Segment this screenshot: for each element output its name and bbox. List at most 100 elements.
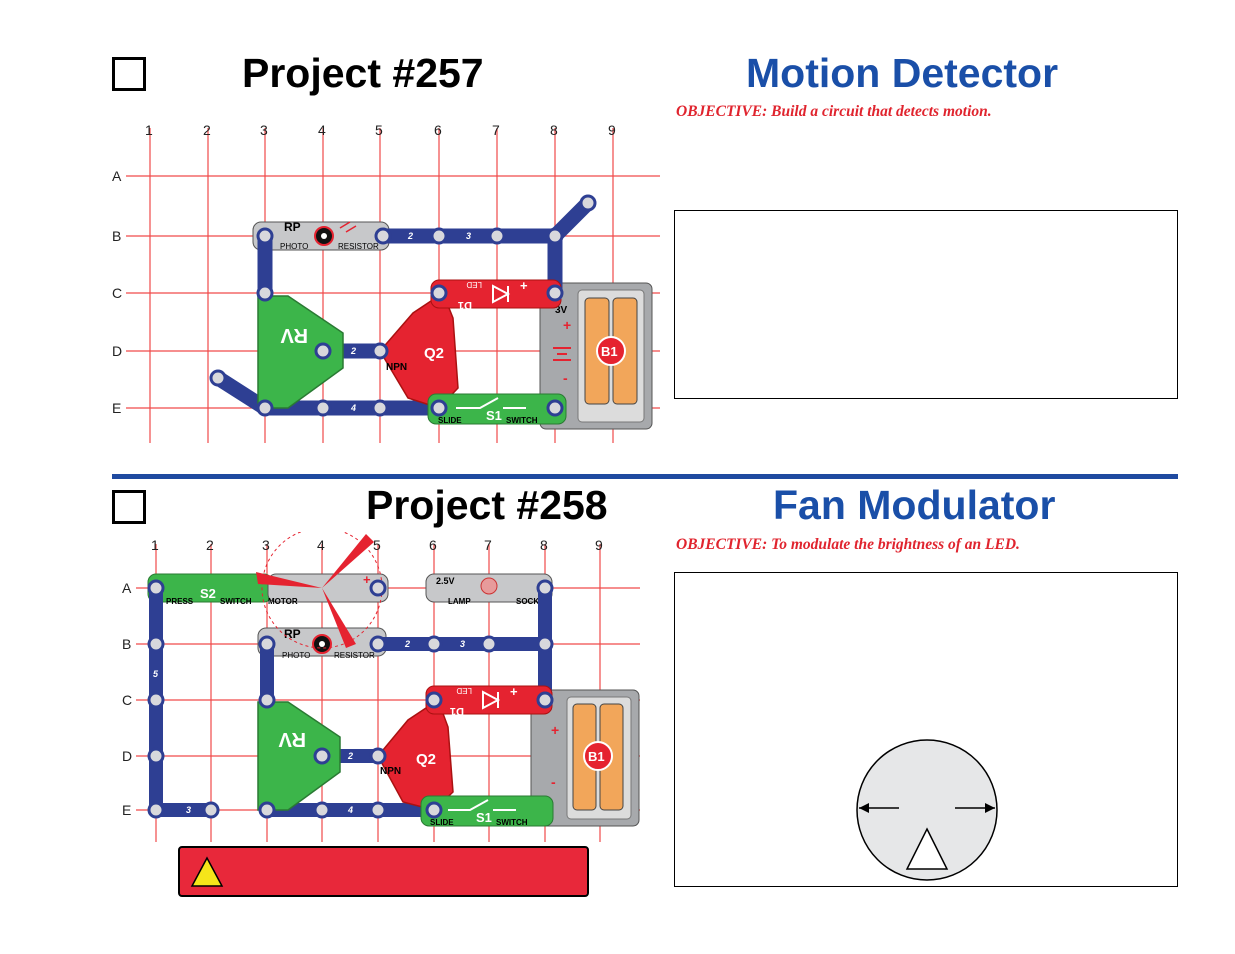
row-label: A (122, 580, 132, 596)
svg-text:SWITCH: SWITCH (496, 818, 528, 827)
col-label: 5 (375, 122, 383, 138)
svg-text:4: 4 (350, 403, 356, 413)
snap-connectors (209, 194, 597, 417)
project-257-circuit-diagram: 1 2 3 4 5 6 7 8 9 A B C D E B1 3V + - RP… (112, 122, 660, 443)
row-label: B (122, 636, 131, 652)
project-258-objective: OBJECTIVE: To modulate the brightness of… (676, 536, 1020, 553)
svg-text:RESISTOR: RESISTOR (334, 651, 375, 660)
slide-switch-s1: S1 SLIDE SWITCH (427, 393, 567, 425)
row-label: A (112, 168, 122, 184)
svg-text:B1: B1 (601, 344, 618, 359)
svg-text:LED: LED (466, 280, 482, 289)
warning-triangle-icon (190, 856, 224, 887)
svg-text:3: 3 (466, 231, 471, 241)
svg-text:SWITCH: SWITCH (506, 416, 538, 425)
row-label: D (122, 748, 132, 764)
svg-text:NPN: NPN (380, 766, 401, 777)
svg-text:2.5V: 2.5V (436, 576, 455, 586)
section-divider (112, 474, 1178, 479)
warning-banner (178, 846, 589, 897)
col-label: 9 (595, 537, 603, 553)
col-label: 5 (373, 537, 381, 553)
svg-text:PRESS: PRESS (166, 597, 194, 606)
svg-text:-: - (551, 774, 556, 790)
col-label: 7 (484, 537, 492, 553)
svg-text:+: + (551, 722, 559, 738)
col-label: 1 (145, 122, 153, 138)
col-label: 6 (429, 537, 437, 553)
svg-text:B1: B1 (588, 749, 605, 764)
press-switch-s2: S2 PRESS SWITCH (147, 573, 273, 606)
lamp-l1: 2.5V LAMP SOCKET (425, 573, 553, 606)
svg-text:2: 2 (350, 346, 356, 356)
project-258-name: Fan Modulator (773, 482, 1056, 528)
project-257-instructions-box (674, 210, 1178, 399)
project-258-title: Project #258 (366, 482, 608, 528)
svg-text:RESISTOR: RESISTOR (338, 242, 379, 251)
svg-text:3V: 3V (555, 305, 568, 316)
col-label: 2 (203, 122, 211, 138)
svg-text:PHOTO: PHOTO (280, 242, 308, 251)
svg-text:PHOTO: PHOTO (282, 651, 310, 660)
col-label: 4 (318, 122, 326, 138)
project-257-name: Motion Detector (746, 50, 1059, 96)
svg-text:D1: D1 (450, 705, 464, 717)
led-d1: + D1 LED (430, 278, 562, 311)
svg-text:SWITCH: SWITCH (220, 597, 252, 606)
battery-b1: B1 + - (530, 689, 640, 827)
svg-text:RV: RV (280, 324, 308, 346)
project-257-objective: OBJECTIVE: Build a circuit that detects … (676, 103, 992, 120)
svg-text:RV: RV (278, 728, 306, 750)
svg-text:-: - (563, 370, 568, 386)
svg-text:4: 4 (347, 805, 353, 815)
project-258-circuit-diagram: 1 2 3 4 5 6 7 8 9 A B C D E B1 + - S2 PR… (122, 532, 640, 842)
svg-text:2: 2 (404, 639, 410, 649)
project-257-checkbox[interactable] (112, 57, 146, 91)
snap-connectors (147, 579, 554, 819)
svg-text:SLIDE: SLIDE (438, 416, 462, 425)
col-label: 2 (206, 537, 214, 553)
adjustable-resistor-rv (257, 701, 341, 811)
col-label: 8 (550, 122, 558, 138)
row-label: C (112, 285, 122, 301)
slide-switch-s1: S1 SLIDE SWITCH (420, 795, 554, 827)
photo-resistor-rp: RP PHOTO RESISTOR (257, 627, 387, 660)
row-label: E (122, 802, 131, 818)
transistor-q2 (379, 291, 459, 409)
col-label: 6 (434, 122, 442, 138)
svg-text:Q2: Q2 (424, 345, 444, 362)
svg-text:S2: S2 (200, 586, 216, 601)
col-label: 8 (540, 537, 548, 553)
led-d1: + D1 LED (425, 684, 553, 717)
svg-text:RP: RP (284, 220, 301, 234)
svg-text:+: + (363, 572, 371, 587)
svg-text:S1: S1 (476, 810, 492, 825)
col-label: 9 (608, 122, 616, 138)
col-label: 1 (151, 537, 159, 553)
triangle-icon (905, 827, 949, 870)
photo-resistor-rp: RP PHOTO RESISTOR (252, 220, 390, 251)
svg-text:MOTOR: MOTOR (268, 597, 298, 606)
row-label: E (112, 400, 121, 416)
project-258-instructions-box (674, 572, 1178, 887)
svg-text:2: 2 (347, 751, 353, 761)
row-label: B (112, 228, 121, 244)
svg-text:3: 3 (460, 639, 465, 649)
col-label: 3 (260, 122, 268, 138)
project-258-checkbox[interactable] (112, 490, 146, 524)
svg-text:D1: D1 (458, 299, 472, 311)
svg-text:LED: LED (456, 686, 472, 695)
col-label: 3 (262, 537, 270, 553)
svg-text:NPN: NPN (386, 362, 407, 373)
svg-text:5: 5 (153, 669, 159, 679)
svg-text:+: + (563, 317, 571, 333)
svg-text:LAMP: LAMP (448, 597, 471, 606)
fan-diagram (856, 739, 998, 881)
row-label: D (112, 343, 122, 359)
battery-b1: B1 3V + - (539, 282, 653, 430)
svg-text:+: + (520, 278, 528, 293)
transistor-q2 (377, 698, 454, 811)
svg-text:3: 3 (186, 805, 191, 815)
fan-blade-icon (256, 532, 383, 649)
svg-text:+: + (510, 684, 518, 699)
